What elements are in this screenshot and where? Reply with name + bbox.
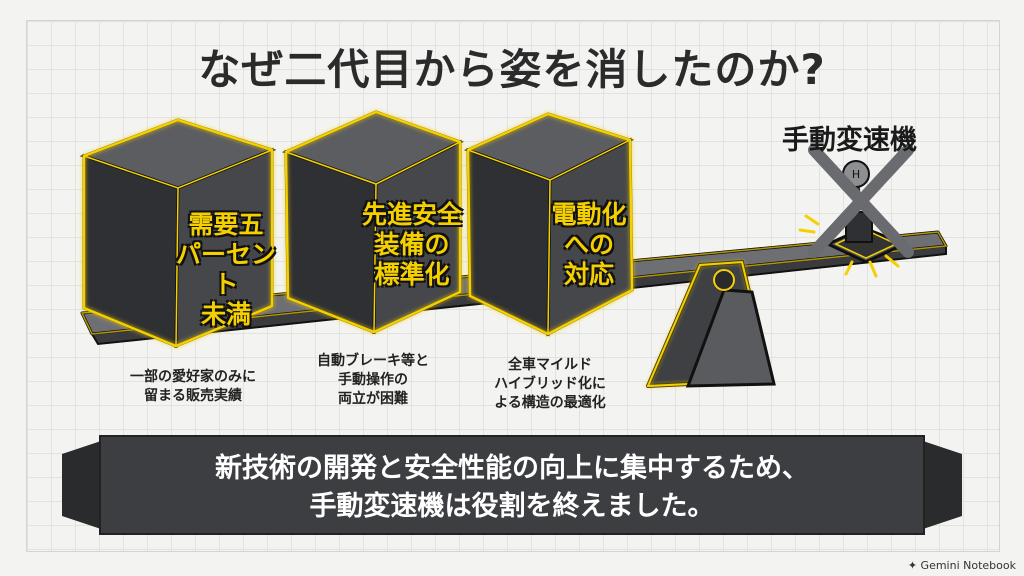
cube-demand	[79, 118, 277, 349]
brand-label: Gemini Notebook	[920, 559, 1016, 572]
caption-line: ハイブリッド化に	[494, 376, 606, 392]
caption-line: 両立が困難	[338, 391, 408, 407]
cube-label-line: 先進安全	[361, 200, 462, 229]
cube-label-line: 標準化	[374, 260, 450, 289]
cube-label-line: への	[563, 230, 614, 259]
cube-label-electrification: 電動化 への 対応	[536, 200, 642, 290]
cube-safety	[281, 110, 464, 335]
caption-line: 自動ブレーキ等と	[317, 353, 429, 369]
caption-electrification: 全車マイルド ハイブリッド化に よる構造の最適化	[462, 356, 638, 413]
banner-shape	[62, 435, 962, 535]
fulcrum	[646, 260, 776, 388]
impact-burst-icon	[798, 214, 900, 278]
page-title: なぜ二代目から姿を消したのか?	[198, 45, 826, 94]
cube-label-line: 電動化	[551, 200, 627, 229]
banner-line-2: 手動変速機は役割を終えました。	[309, 491, 715, 522]
banner-line-1: 新技術の開発と安全性能の向上に集中するため、	[215, 453, 809, 484]
shifter-label: 手動変速機	[782, 125, 917, 156]
caption-safety: 自動ブレーキ等と 手動操作の 両立が困難	[288, 352, 458, 409]
caption-demand: 一部の愛好家のみに 留まる販売実績	[98, 368, 288, 406]
caption-line: 留まる販売実績	[144, 388, 242, 404]
cross-out-icon	[808, 144, 914, 258]
caption-line: 全車マイルド	[508, 357, 592, 373]
cube-label-line: 装備の	[374, 230, 450, 259]
caption-line: 手動操作の	[338, 372, 408, 388]
cube-label-line: パーセント	[175, 240, 276, 299]
caption-line: よる構造の最適化	[494, 395, 606, 411]
cube-label-line: 対応	[563, 260, 614, 289]
brand-watermark: ✦ Gemini Notebook	[907, 559, 1016, 572]
cube-label-safety: 先進安全 装備の 標準化	[356, 200, 468, 290]
cube-electrification	[464, 112, 634, 337]
svg-text:H: H	[852, 168, 860, 181]
cube-label-demand: 需要五 パーセント 未満	[166, 210, 286, 330]
caption-line: 一部の愛好家のみに	[130, 369, 256, 385]
cube-label-line: 未満	[200, 300, 251, 329]
cube-label-line: 需要五	[188, 210, 264, 239]
